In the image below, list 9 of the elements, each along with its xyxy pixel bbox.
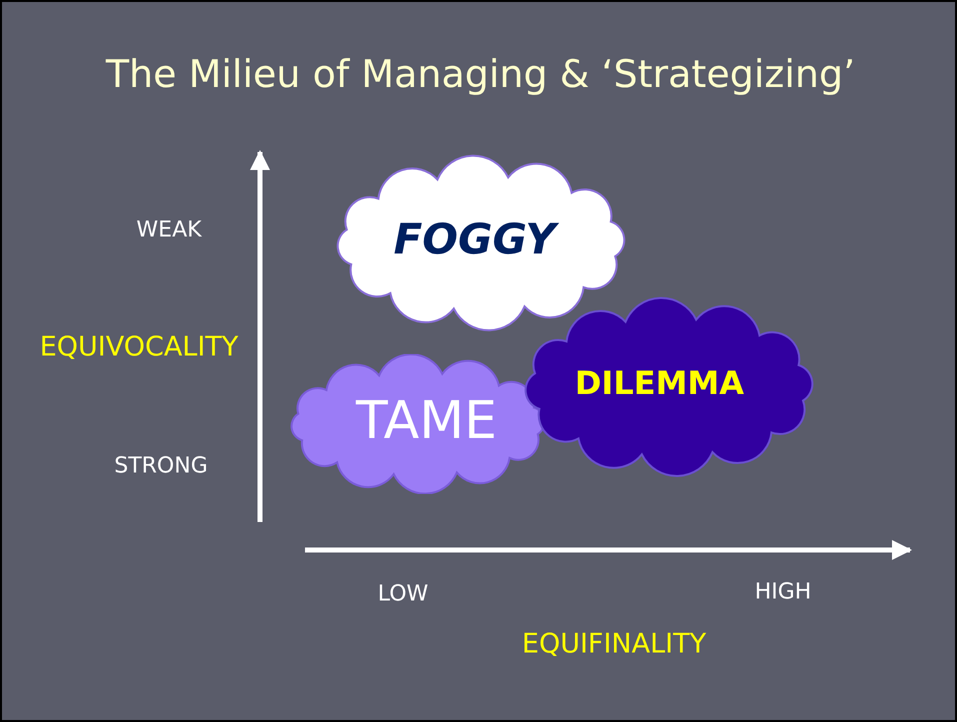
axis-value-label: WEAK <box>136 218 202 242</box>
cloud-label: TAME <box>356 391 497 452</box>
axis-title: EQUIVOCALITY <box>40 332 238 362</box>
axis-value-label: LOW <box>378 582 428 606</box>
slide-title: The Milieu of Managing & ‘Strategizing’ <box>104 52 856 96</box>
cloud-label: DILEMMA <box>574 364 744 402</box>
axis-value-label: HIGH <box>754 580 812 604</box>
axis-title: EQUIFINALITY <box>522 628 706 660</box>
axis-value-label: STRONG <box>114 454 208 478</box>
